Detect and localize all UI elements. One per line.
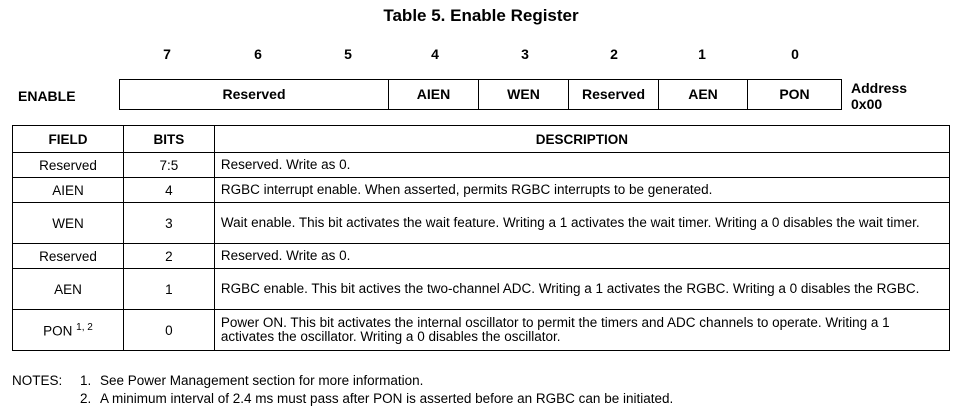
- row-bits: 0: [122, 309, 215, 351]
- table-row: AIEN 4 RGBC interrupt enable. When asser…: [12, 177, 951, 203]
- row-bits: 4: [122, 177, 215, 203]
- row-bits: 7:5: [122, 152, 215, 178]
- notes-label: NOTES:: [12, 373, 63, 388]
- register-address: Address 0x00: [851, 80, 907, 112]
- table-row: WEN 3 Wait enable. This bit activates th…: [12, 202, 951, 244]
- header-field: FIELD: [12, 125, 124, 153]
- note-item: NOTES: 1. See Power Management section f…: [12, 372, 673, 390]
- reg-cell-reserved-2: Reserved: [569, 80, 659, 109]
- table-row: PON 1, 2 0 Power ON. This bit activates …: [12, 309, 951, 351]
- row-field: WEN: [12, 202, 124, 244]
- bit-number-0: 0: [791, 46, 799, 62]
- field-name: AIEN: [52, 182, 84, 198]
- register-bit-map: Reserved AIEN WEN Reserved AEN PON: [119, 79, 842, 110]
- table-title: Table 5. Enable Register: [383, 6, 579, 25]
- note-text: A minimum interval of 2.4 ms must pass a…: [100, 391, 674, 406]
- note-text: See Power Management section for more in…: [100, 373, 424, 388]
- reg-cell-pon: PON: [779, 86, 810, 102]
- field-name: Reserved: [39, 157, 97, 173]
- bit-number-5: 5: [344, 46, 352, 62]
- address-value: 0x00: [851, 96, 883, 112]
- bit-number-4: 4: [431, 46, 439, 62]
- field-description-table: FIELD BITS DESCRIPTION Reserved 7:5 Rese…: [12, 125, 951, 351]
- row-field: Reserved: [12, 243, 124, 269]
- row-bits: 3: [122, 202, 215, 244]
- table-row: Reserved 2 Reserved. Write as 0.: [12, 243, 951, 269]
- reg-cell-aien: AIEN: [389, 80, 479, 109]
- row-field: AEN: [12, 268, 124, 310]
- bit-number-2: 2: [610, 46, 618, 62]
- reg-cell-wen: WEN: [479, 80, 569, 109]
- note-item: 2. A minimum interval of 2.4 ms must pas…: [12, 390, 673, 408]
- table-row: Reserved 7:5 Reserved. Write as 0.: [12, 152, 951, 178]
- row-description: Reserved. Write as 0.: [213, 152, 951, 178]
- reg-cell-reserved-7-5: Reserved: [120, 80, 389, 109]
- row-description: Power ON. This bit activates the interna…: [213, 309, 951, 351]
- table-header-row: FIELD BITS DESCRIPTION: [12, 125, 951, 153]
- row-description: Reserved. Write as 0.: [213, 243, 951, 269]
- field-name: WEN: [52, 215, 84, 231]
- bit-number-7: 7: [163, 46, 171, 62]
- row-bits: 2: [122, 243, 215, 269]
- field-name: AEN: [54, 281, 82, 297]
- notes: NOTES: 1. See Power Management section f…: [12, 372, 673, 408]
- bit-number-1: 1: [698, 46, 706, 62]
- row-description: Wait enable. This bit activates the wait…: [213, 202, 951, 244]
- row-field: AIEN: [12, 177, 124, 203]
- note-number: 1.: [80, 373, 92, 388]
- row-description: RGBC enable. This bit actives the two-ch…: [213, 268, 951, 310]
- bit-number-3: 3: [521, 46, 529, 62]
- row-description: RGBC interrupt enable. When asserted, pe…: [213, 177, 951, 203]
- register-name: ENABLE: [18, 88, 76, 104]
- field-name: PON: [43, 323, 73, 339]
- header-bits: BITS: [122, 125, 215, 153]
- header-description: DESCRIPTION: [213, 125, 951, 153]
- footnote-ref: 1, 2: [76, 321, 93, 333]
- note-number: 2.: [80, 391, 92, 406]
- field-name: Reserved: [39, 248, 97, 264]
- notes-label-spacer: [12, 390, 80, 408]
- bit-number-6: 6: [254, 46, 262, 62]
- row-field: PON 1, 2: [12, 309, 124, 351]
- address-label: Address: [851, 80, 908, 96]
- row-bits: 1: [122, 268, 215, 310]
- reg-cell-aen: AEN: [659, 80, 748, 109]
- table-row: AEN 1 RGBC enable. This bit actives the …: [12, 268, 951, 310]
- row-field: Reserved: [12, 152, 124, 178]
